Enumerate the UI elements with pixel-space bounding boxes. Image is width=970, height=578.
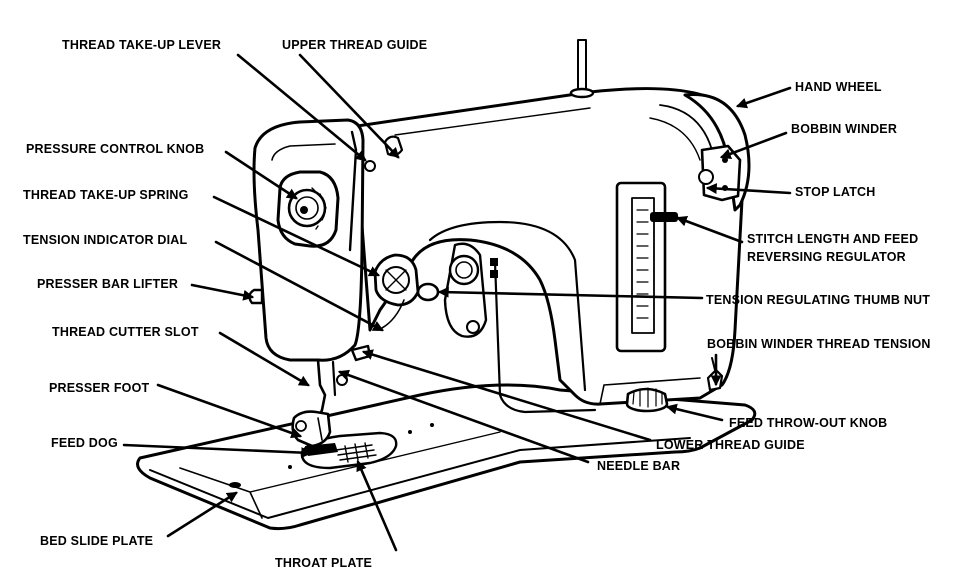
motor-cover: [443, 242, 498, 338]
leader-thread-cutter-slot: [218, 331, 310, 387]
leader-tension-regulating-thumb-nut: [437, 286, 704, 300]
leader-needle-bar: [337, 369, 590, 464]
label-feed-dog: FEED DOG: [51, 436, 118, 450]
leader-bed-slide-plate: [166, 491, 238, 538]
label-hand-wheel: HAND WHEEL: [795, 80, 882, 94]
leader-lines: [122, 53, 792, 552]
label-tension-regulating-thumb-nut: TENSION REGULATING THUMB NUT: [706, 293, 930, 307]
leader-tension-indicator-dial: [214, 240, 384, 332]
leader-lower-thread-guide: [361, 349, 652, 442]
label-thread-cutter-slot: THREAD CUTTER SLOT: [52, 325, 199, 339]
leader-feed-dog: [122, 443, 313, 459]
label-bed-slide-plate: BED SLIDE PLATE: [40, 534, 153, 548]
feed-throw-out-knob: [625, 387, 669, 413]
leader-thread-take-up-lever: [236, 53, 367, 162]
leader-presser-foot: [156, 383, 303, 439]
leader-hand-wheel: [735, 86, 792, 109]
machine-illustration: [136, 39, 757, 531]
tension-assembly: [373, 253, 440, 329]
leader-stitch-length: [675, 215, 744, 244]
label-stitch-length-line2: REVERSING REGULATOR: [747, 250, 906, 264]
label-bobbin-winder: BOBBIN WINDER: [791, 122, 897, 136]
leader-presser-bar-lifter: [190, 283, 255, 301]
label-stitch-length-line1: STITCH LENGTH AND FEED: [747, 232, 918, 246]
leader-upper-thread-guide: [298, 53, 400, 159]
label-presser-bar-lifter: PRESSER BAR LIFTER: [37, 277, 178, 291]
label-bobbin-winder-thread-tension: BOBBIN WINDER THREAD TENSION: [707, 337, 931, 351]
label-thread-take-up-spring: THREAD TAKE-UP SPRING: [23, 188, 189, 202]
leader-pressure-control-knob: [224, 150, 298, 200]
machine-arm: [328, 39, 751, 414]
label-needle-bar: NEEDLE BAR: [597, 459, 680, 473]
presser-foot: [291, 410, 332, 448]
label-stop-latch: STOP LATCH: [795, 185, 875, 199]
label-throat-plate: THROAT PLATE: [275, 556, 372, 570]
label-upper-thread-guide: UPPER THREAD GUIDE: [282, 38, 427, 52]
label-feed-throw-out-knob: FEED THROW-OUT KNOB: [729, 416, 887, 430]
leader-bobbin-winder: [719, 131, 788, 160]
bobbin-winder: [698, 144, 742, 202]
pressure-control-knob: [276, 170, 340, 248]
part-labels: THREAD TAKE-UP LEVER UPPER THREAD GUIDE …: [23, 38, 931, 570]
label-tension-indicator-dial: TENSION INDICATOR DIAL: [23, 233, 188, 247]
label-lower-thread-guide: LOWER THREAD GUIDE: [656, 438, 805, 452]
leader-thread-take-up-spring: [212, 195, 380, 277]
leader-feed-throw-out-knob: [665, 403, 724, 422]
stitch-length-regulator: [615, 181, 678, 353]
leader-stop-latch: [705, 183, 792, 195]
label-pressure-control-knob: PRESSURE CONTROL KNOB: [26, 142, 204, 156]
leader-throat-plate: [356, 459, 398, 552]
label-presser-foot: PRESSER FOOT: [49, 381, 149, 395]
feed-dog: [305, 443, 338, 456]
label-thread-take-up-lever: THREAD TAKE-UP LEVER: [62, 38, 221, 52]
